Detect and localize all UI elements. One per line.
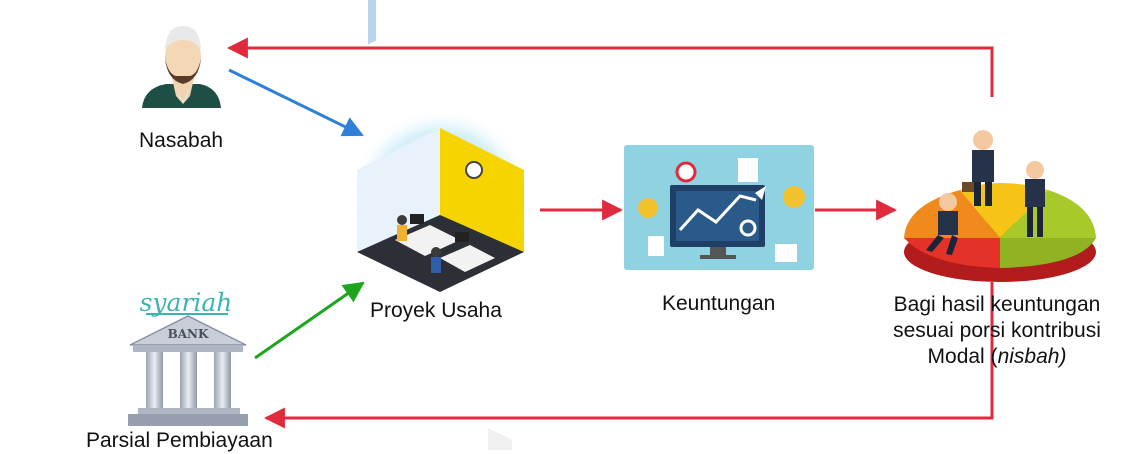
bank-sign-text: BANK	[168, 327, 209, 341]
analytics-screen-illustration	[624, 145, 814, 270]
bagi-hasil-line-3-prefix: Modal (	[927, 345, 998, 368]
nasabah-label: Nasabah	[139, 129, 224, 152]
office-illustration	[349, 0, 533, 450]
bagi-hasil-line-1: Bagi hasil keuntungan	[893, 293, 1101, 316]
businessmen-pie-chart-illustration	[904, 130, 1096, 282]
muslim-man-icon	[142, 26, 221, 108]
bank-building-icon: syariah BANK	[128, 288, 248, 426]
nisbah-text: nisbah)	[997, 345, 1067, 368]
bank-logo-text: syariah	[140, 288, 233, 317]
bagi-hasil-line-2: sesuai porsi kontribusi	[893, 319, 1101, 342]
bagi-hasil-line-3: Modal (nisbah)	[862, 344, 1132, 370]
bagi-hasil-label: Bagi hasil keuntungan sesuai porsi kontr…	[862, 292, 1132, 370]
parsial-pembiayaan-label: Parsial Pembiayaan	[86, 429, 273, 452]
arrow-bank-to-proyek	[254, 281, 365, 360]
arrow-bagi-hasil-to-nasabah	[226, 37, 994, 97]
keuntungan-label: Keuntungan	[662, 292, 776, 315]
arrow-nasabah-to-proyek	[228, 68, 364, 137]
proyek-usaha-label: Proyek Usaha	[370, 299, 502, 322]
arrow-bagi-hasil-to-bank	[263, 282, 994, 429]
